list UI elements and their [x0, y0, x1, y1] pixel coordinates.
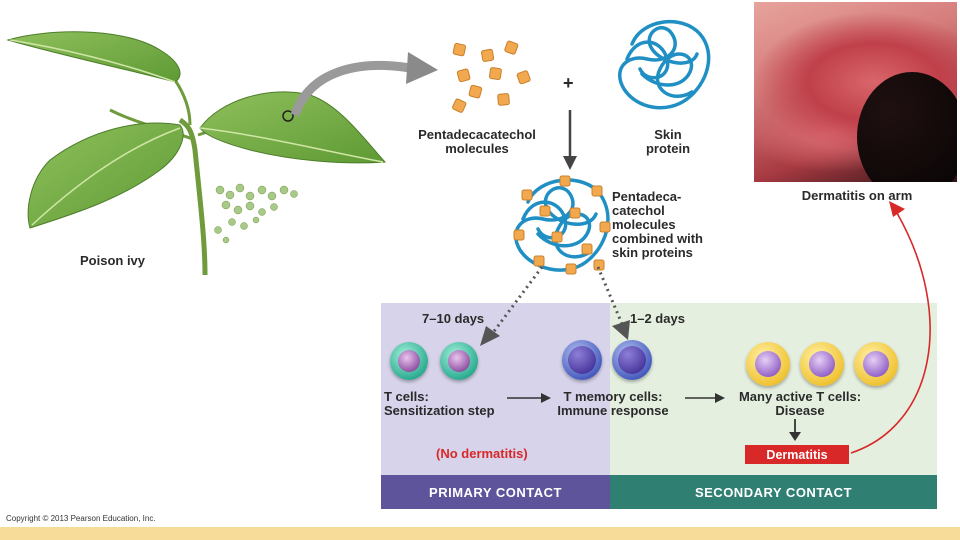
red-return-arrow — [850, 201, 931, 454]
active-t-label: Many active T cells: Disease — [738, 389, 862, 418]
dotted-arrows — [480, 266, 630, 346]
flow-arrows — [507, 393, 725, 403]
t-cell-icon — [390, 342, 428, 380]
left-leaf — [27, 122, 184, 229]
no-dermatitis-label: (No dermatitis) — [436, 446, 528, 461]
memory-cell-icon — [562, 340, 602, 380]
dermatitis-on-arm-label: Dermatitis on arm — [801, 188, 913, 203]
skin-protein-label: Skin protein — [645, 127, 691, 156]
memory-cell-icon — [612, 340, 652, 380]
sample-point-icon — [282, 110, 294, 122]
days-primary-label: 7–10 days — [422, 311, 485, 326]
active-t-cell-icon — [746, 342, 790, 386]
disease-down-arrow — [789, 419, 801, 441]
dermatitis-photo — [754, 2, 957, 182]
bottom-decor-strip — [0, 527, 960, 540]
primary-contact-bar: PRIMARY CONTACT — [381, 475, 610, 509]
poison-ivy-label: Poison ivy — [80, 253, 146, 268]
dermatitis-box: Dermatitis — [745, 445, 849, 464]
active-t-cell-icon — [854, 342, 898, 386]
skin-protein-icon — [618, 19, 711, 110]
combined-label: Pentadeca- catechol molecules combined w… — [612, 189, 703, 260]
t-memory-label: T memory cells: Immune response — [557, 389, 669, 418]
molecules-label: Pentadecacatechol molecules — [418, 127, 536, 156]
plus-sign: + — [563, 73, 574, 93]
combined-complex-icon — [513, 175, 611, 275]
pentadecacatechol-molecules-icon — [452, 40, 531, 113]
right-leaf — [199, 91, 387, 164]
t-cell-icon — [440, 342, 478, 380]
secondary-contact-bar: SECONDARY CONTACT — [610, 475, 937, 509]
copyright-text: Copyright © 2013 Pearson Education, Inc. — [6, 514, 156, 523]
leaf-to-molecule-arrow — [290, 52, 438, 117]
poison-ivy-illustration — [6, 31, 387, 276]
t-cells-label: T cells: Sensitization step — [384, 389, 495, 418]
active-t-cell-icon — [800, 342, 844, 386]
down-arrow — [563, 110, 577, 170]
days-secondary-label: 1–2 days — [630, 311, 685, 326]
